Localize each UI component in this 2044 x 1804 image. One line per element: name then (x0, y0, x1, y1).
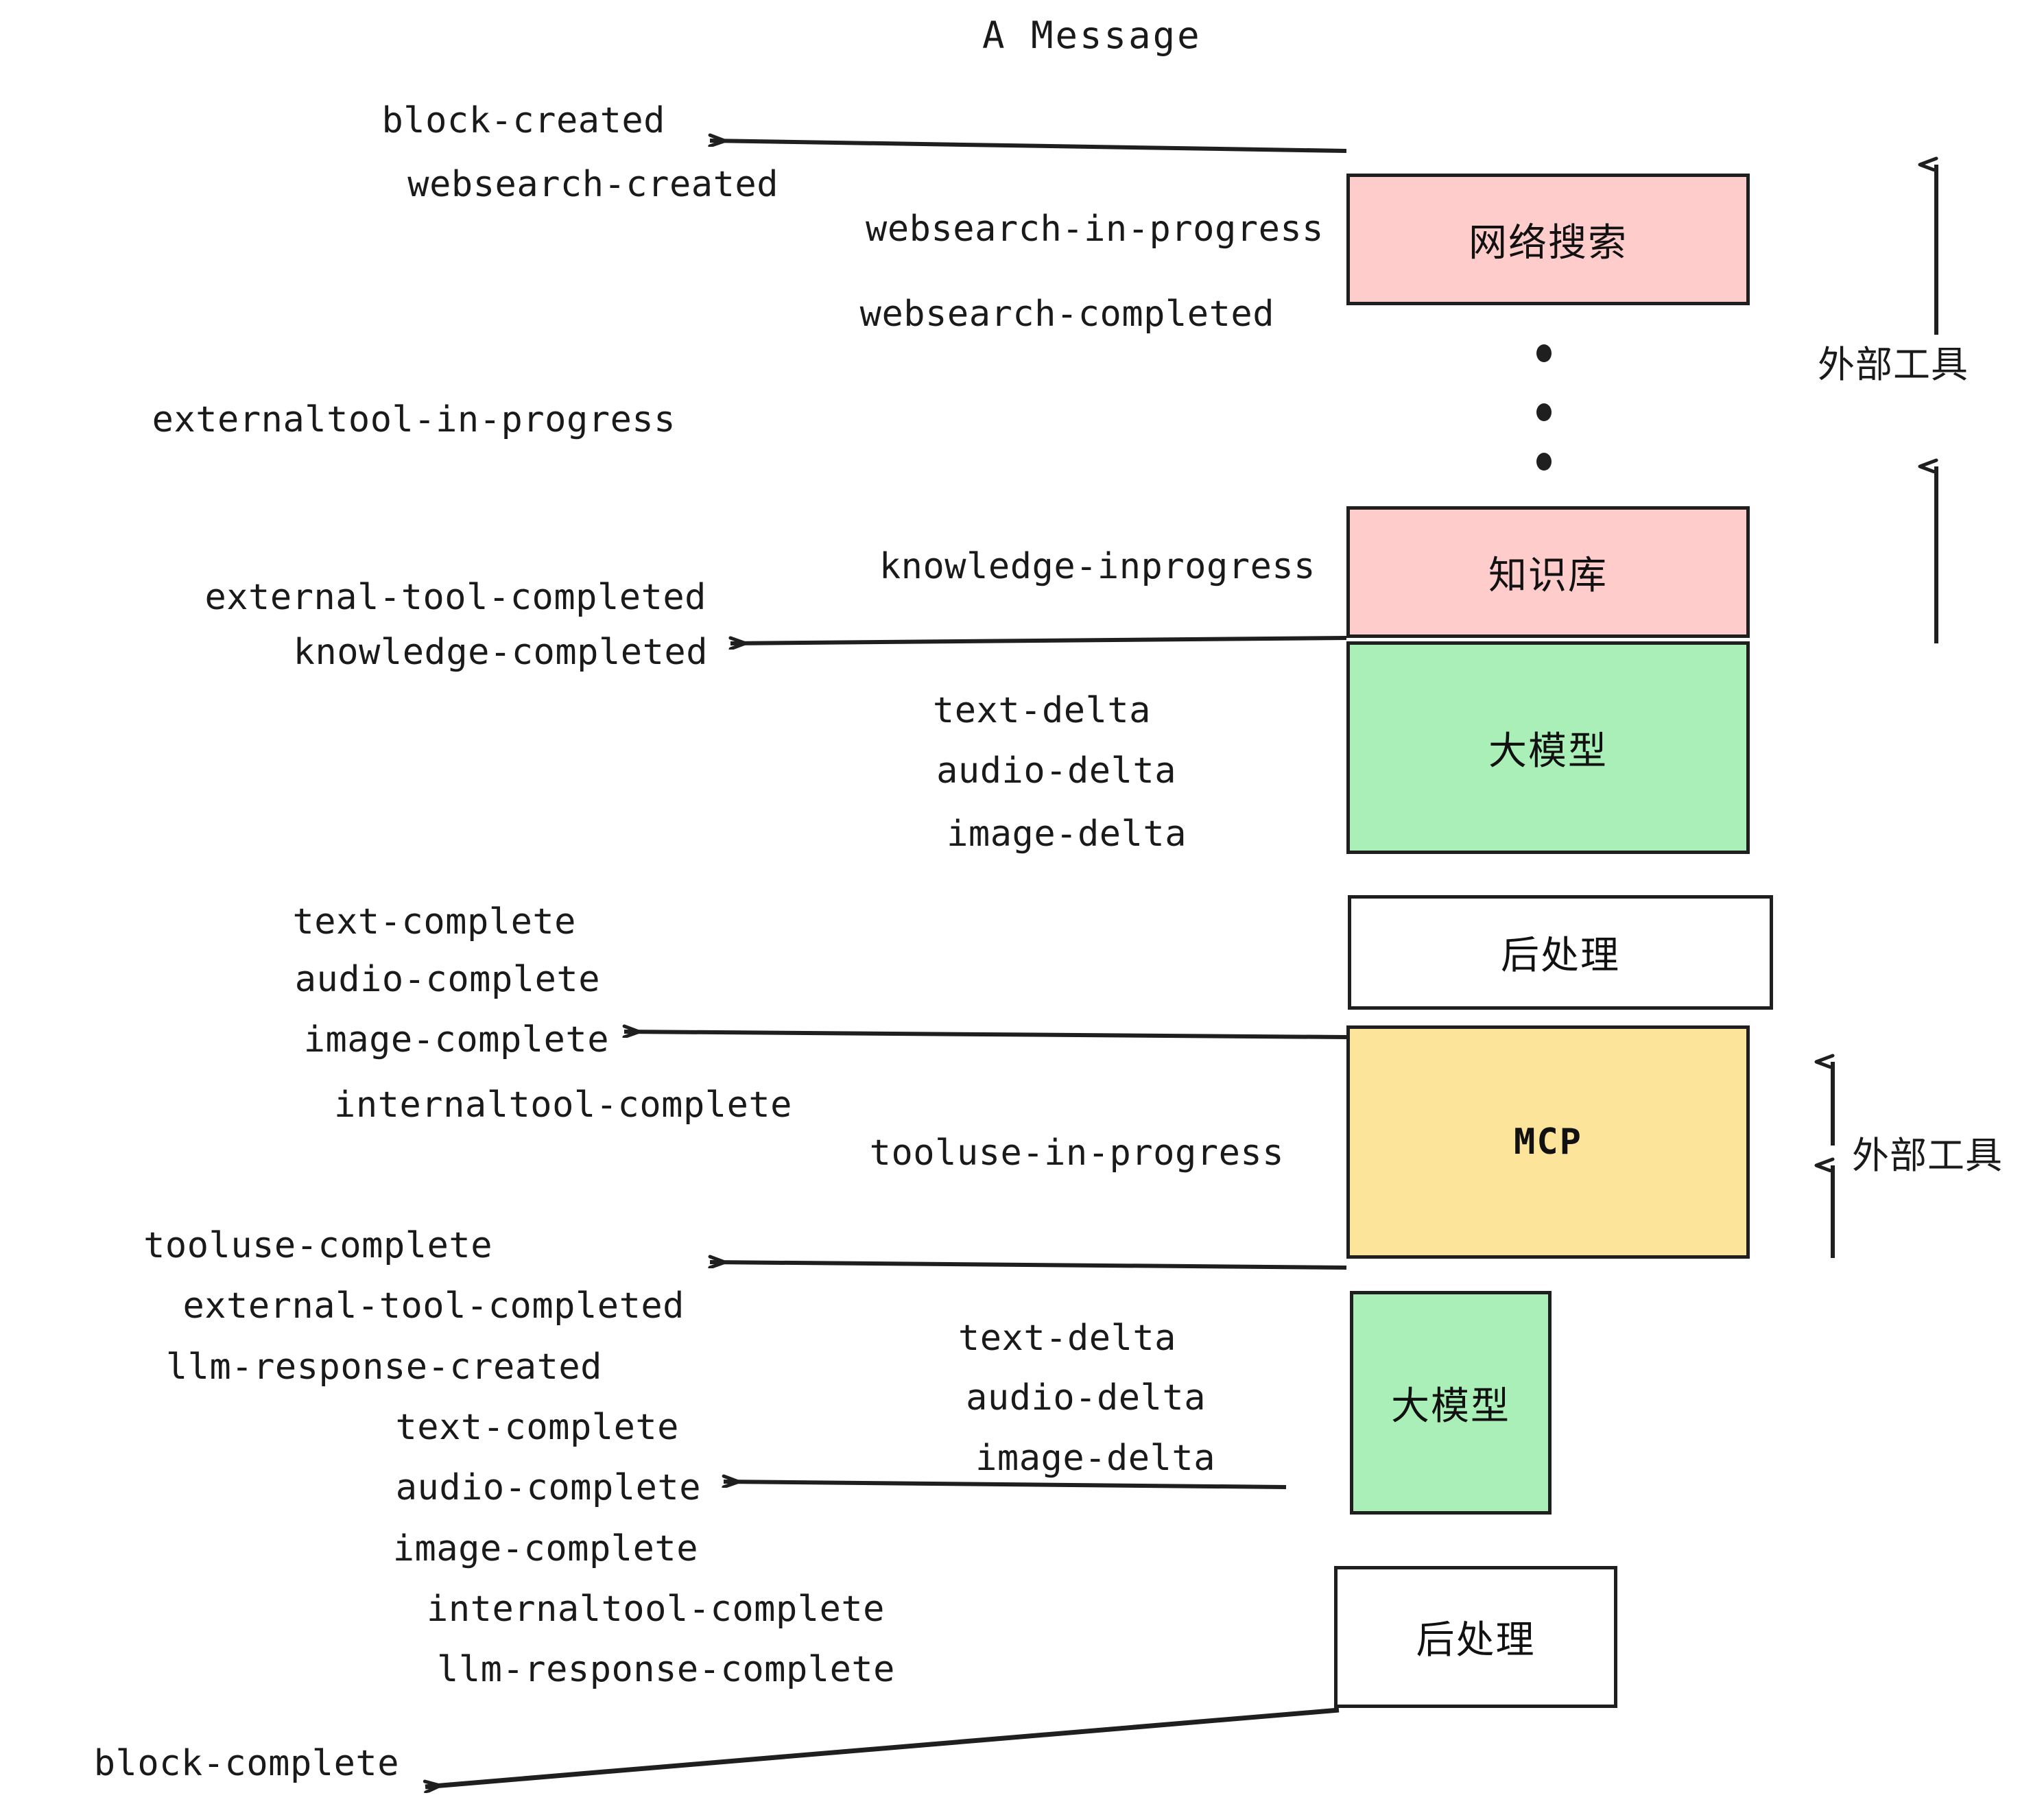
diagram-title: A Message (982, 14, 1202, 57)
arrow-tooluse-complete (710, 1262, 1347, 1270)
event-image-complete-1: image-complete (303, 1019, 609, 1060)
ellipsis-dot-2 (1536, 403, 1552, 421)
node-postprocess-2-label: 后处理 (1416, 1618, 1536, 1663)
event-text-delta-2: text-delta (958, 1318, 1176, 1359)
event-websearch-created: websearch-created (407, 164, 779, 205)
node-knowledge-label: 知识库 (1488, 553, 1608, 598)
event-external-tool-completed-2: external-tool-completed (182, 1285, 685, 1327)
event-audio-delta-1: audio-delta (936, 750, 1176, 792)
event-knowledge-completed: knowledge-completed (293, 632, 708, 673)
node-mcp[interactable]: MCP (1346, 1025, 1750, 1259)
event-knowledge-inprogress: knowledge-inprogress (879, 546, 1316, 587)
ellipsis-dot-1 (1536, 344, 1552, 362)
arrow-block-complete (425, 1707, 1340, 1787)
side-label-external-tool-bottom: 外部工具 (1852, 1134, 2003, 1177)
node-llm-1-label: 大模型 (1488, 728, 1608, 774)
event-internaltool-complete-1: internaltool-complete (334, 1084, 792, 1126)
event-llm-response-complete: llm-response-complete (437, 1649, 895, 1690)
event-externaltool-in-progress: externaltool-in-progress (152, 399, 676, 440)
event-text-complete-2: text-complete (395, 1407, 679, 1448)
event-audio-complete-1: audio-complete (294, 959, 600, 1000)
event-text-complete-1: text-complete (292, 901, 576, 942)
node-llm-2-label: 大模型 (1391, 1384, 1510, 1429)
event-external-tool-completed-1: external-tool-completed (204, 577, 706, 618)
node-websearch[interactable]: 网络搜索 (1346, 174, 1750, 305)
event-text-delta-1: text-delta (932, 690, 1151, 731)
event-audio-complete-2: audio-complete (395, 1467, 701, 1508)
event-block-created: block-created (381, 100, 665, 141)
event-tooluse-complete: tooluse-complete (143, 1225, 492, 1266)
event-image-delta-2: image-delta (975, 1438, 1215, 1479)
arrow-knowledge-completed (730, 636, 1347, 643)
event-llm-response-created: llm-response-created (165, 1346, 602, 1388)
event-audio-delta-2: audio-delta (966, 1377, 1206, 1419)
ellipsis-dot-3 (1536, 453, 1552, 471)
arrow-audio-complete (724, 1482, 1287, 1489)
node-postprocess-1[interactable]: 后处理 (1348, 895, 1773, 1010)
event-block-complete: block-complete (93, 1743, 399, 1784)
side-label-external-tool-top: 外部工具 (1818, 343, 1969, 386)
node-postprocess-2[interactable]: 后处理 (1334, 1566, 1617, 1708)
event-tooluse-in-progress: tooluse-in-progress (869, 1132, 1284, 1174)
node-llm-1[interactable]: 大模型 (1346, 641, 1750, 854)
event-image-complete-2: image-complete (392, 1528, 698, 1569)
node-llm-2[interactable]: 大模型 (1350, 1291, 1552, 1515)
arrow-websearch-created (710, 141, 1347, 153)
arrow-image-complete (624, 1032, 1347, 1039)
event-internaltool-complete-2: internaltool-complete (427, 1589, 885, 1630)
event-image-delta-1: image-delta (947, 814, 1187, 855)
node-websearch-label: 网络搜索 (1469, 220, 1628, 265)
node-postprocess-1-label: 后处理 (1501, 934, 1620, 978)
event-websearch-completed: websearch-completed (859, 294, 1274, 335)
event-websearch-in-progress: websearch-in-progress (866, 209, 1324, 250)
node-mcp-label: MCP (1514, 1121, 1582, 1163)
node-knowledge[interactable]: 知识库 (1346, 506, 1750, 638)
